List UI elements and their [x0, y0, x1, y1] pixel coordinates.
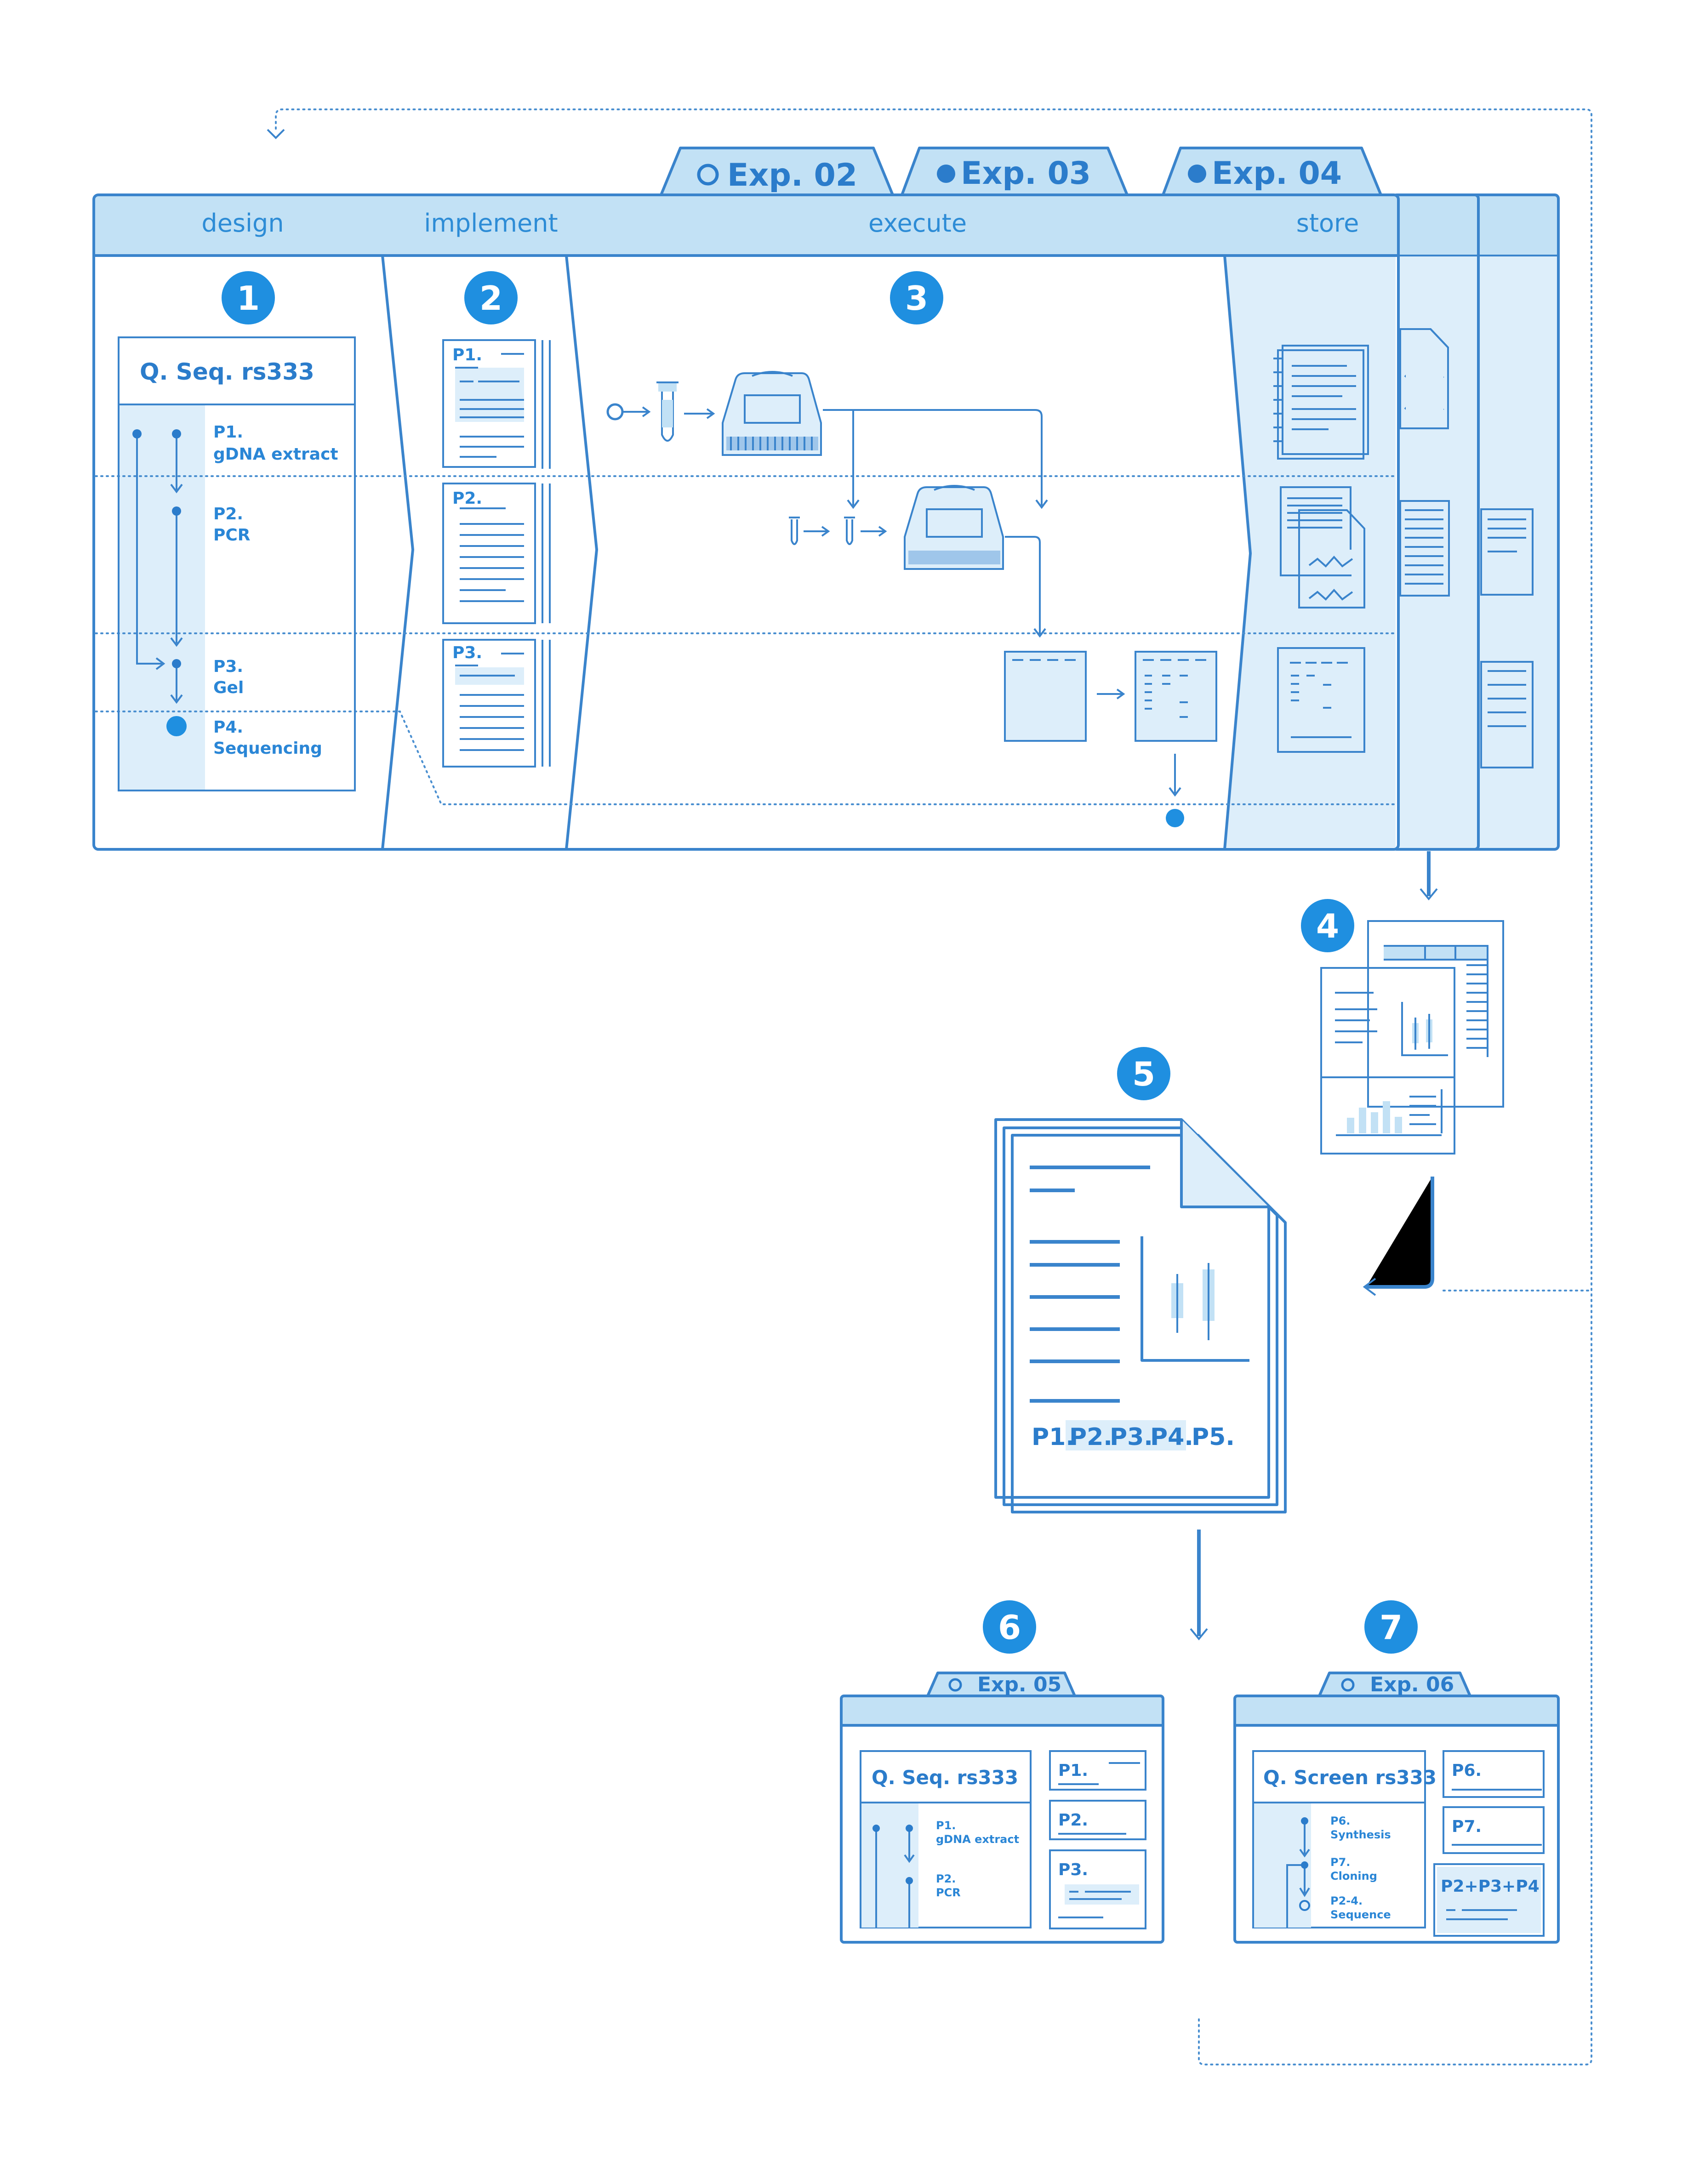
svg-text:3: 3	[905, 279, 928, 318]
svg-text:1: 1	[237, 279, 260, 318]
open-circle-icon	[697, 164, 719, 186]
stage-execute: execute	[868, 209, 967, 238]
tab-exp04-label: Exp. 04	[1212, 155, 1342, 192]
protocol-p2-name: PCR	[213, 526, 251, 545]
report-ref-p5: P5.	[1192, 1423, 1235, 1451]
svg-text:gDNA extract: gDNA extract	[936, 1833, 1019, 1846]
protocol-p3-name: Gel	[213, 678, 244, 697]
svg-text:P3.: P3.	[452, 643, 482, 662]
execute-flow	[606, 371, 1217, 827]
open-circle-icon	[1341, 1678, 1355, 1692]
svg-text:P1.: P1.	[452, 346, 482, 364]
svg-text:P2-4.: P2-4.	[1330, 1894, 1363, 1907]
tab-exp05-label: Exp. 05	[977, 1673, 1061, 1696]
implement-doc-p2: P2.	[442, 483, 551, 624]
pcr-machine-icon	[722, 371, 822, 456]
svg-text:2: 2	[479, 279, 502, 318]
step-badge-6: 6	[983, 1600, 1036, 1654]
tab-exp02-label: Exp. 02	[727, 157, 857, 193]
svg-text:PCR: PCR	[936, 1886, 961, 1899]
svg-text:Cloning: Cloning	[1330, 1870, 1377, 1883]
tab-exp03-label: Exp. 03	[961, 155, 1091, 192]
svg-text:P7.: P7.	[1330, 1856, 1350, 1869]
gel-result-icon	[1135, 651, 1217, 742]
svg-text:Synthesis: Synthesis	[1330, 1828, 1391, 1841]
design-card: Q. Seq. rs333 P1. gDNA extract P2. PCR P…	[118, 336, 356, 791]
svg-text:P2.: P2.	[452, 489, 482, 508]
protocol-p1-id: P1.	[213, 423, 243, 442]
implement-doc-p1: P1.	[442, 339, 551, 469]
analysis-docs	[1320, 920, 1504, 1155]
feedback-loop	[267, 108, 1592, 2065]
notebook-icon	[1273, 345, 1369, 460]
pcr-machine-icon	[904, 485, 1004, 570]
tab-exp02[interactable]: Exp. 02	[697, 157, 857, 193]
stage-implement: implement	[424, 209, 558, 238]
plot-doc-icon	[1399, 328, 1449, 429]
stacked-panel-exp04	[1470, 193, 1560, 851]
panel-exp06[interactable]: Exp. 06 Q. Screen rs333 P6. Synthesis P7…	[1233, 1672, 1560, 1944]
filled-circle-icon	[937, 165, 955, 183]
step-badge-3: 3	[890, 271, 943, 324]
svg-text:P7.: P7.	[1452, 1817, 1482, 1836]
implement-doc-p3: P3.	[442, 639, 551, 768]
svg-text:Sequence: Sequence	[1330, 1908, 1391, 1921]
filled-circle-icon	[1188, 165, 1206, 183]
svg-text:P2+P3+P4: P2+P3+P4	[1441, 1877, 1540, 1896]
store-items	[1273, 328, 1449, 753]
svg-text:6: 6	[998, 1608, 1021, 1647]
panel-exp05[interactable]: Exp. 05 Q. Seq. rs333 P1. gDNA extract P…	[840, 1672, 1164, 1944]
row-guides	[95, 475, 1397, 805]
gel-plate-icon	[1004, 651, 1087, 742]
end-node	[1166, 809, 1184, 827]
step-badge-7: 7	[1364, 1600, 1418, 1654]
arrow-to-report	[1366, 1177, 1434, 1289]
protocol-p1-name: gDNA extract	[213, 445, 338, 464]
step-badge-4: 4	[1301, 899, 1354, 952]
data-sheets-icon	[1280, 486, 1365, 609]
stacked-panel-exp03	[1391, 193, 1480, 851]
exp05-title: Q. Seq. rs333	[872, 1766, 1018, 1789]
step-badge-5: 5	[1117, 1047, 1170, 1100]
svg-text:5: 5	[1132, 1055, 1155, 1093]
stage-store: store	[1296, 209, 1359, 238]
step-badge-2: 2	[464, 271, 518, 324]
protocol-p4-name: Sequencing	[213, 739, 322, 758]
svg-text:P3.: P3.	[1058, 1860, 1088, 1879]
svg-text:P1.: P1.	[1058, 1761, 1088, 1780]
design-card-title: Q. Seq. rs333	[140, 358, 314, 385]
gel-image-icon	[1277, 647, 1365, 753]
svg-text:P6.: P6.	[1452, 1761, 1482, 1780]
exp06-title: Q. Screen rs333	[1263, 1766, 1437, 1789]
svg-text:P2.: P2.	[936, 1872, 956, 1885]
report-ref-p3: P3.	[1110, 1423, 1153, 1451]
stage-design: design	[201, 209, 284, 238]
svg-text:P2.: P2.	[1058, 1811, 1088, 1830]
report-document: P1. P2. P3. P4. P5.	[994, 1118, 1287, 1513]
report-ref-p2: P2.	[1069, 1423, 1112, 1451]
implement-docs: P1. P2. P3.	[442, 339, 551, 768]
svg-text:P1.: P1.	[936, 1819, 956, 1832]
report-ref-p4: P4.	[1150, 1423, 1193, 1451]
test-tube-icon	[656, 381, 679, 442]
report-ref-p1: P1.	[1032, 1423, 1075, 1451]
step-badge-1: 1	[222, 271, 275, 324]
svg-text:P6.: P6.	[1330, 1814, 1350, 1827]
open-circle-icon	[948, 1678, 962, 1692]
svg-text:7: 7	[1380, 1608, 1403, 1647]
protocol-p4-id: P4.	[213, 718, 243, 737]
svg-text:4: 4	[1316, 907, 1339, 945]
tab-exp06-label: Exp. 06	[1370, 1673, 1454, 1696]
protocol-p3-id: P3.	[213, 657, 243, 676]
small-tube-icon	[789, 517, 887, 545]
tab-exp04[interactable]: Exp. 04	[1162, 147, 1382, 196]
tab-exp03[interactable]: Exp. 03	[901, 147, 1129, 196]
protocol-p2-id: P2.	[213, 505, 243, 523]
